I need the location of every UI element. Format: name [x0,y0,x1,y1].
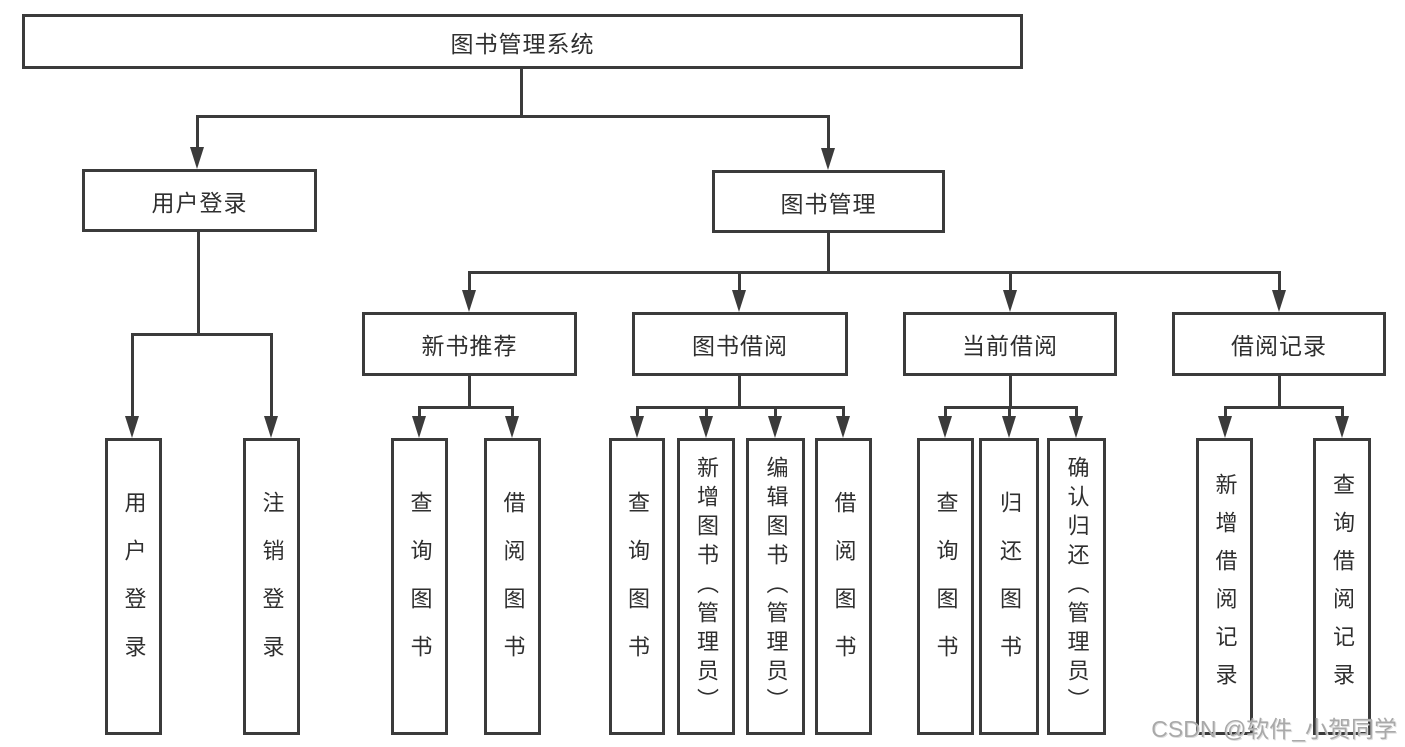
leaf-edit-book-admin-label: 编辑图书（管理员） [763,456,789,717]
leaf-add-borrow-record-label: 新增借阅记录 [1212,472,1238,701]
node-book-borrow-label: 图书借阅 [692,333,788,359]
leaf-confirm-return-admin: 确认归还（管理员） [1047,438,1106,735]
edge-to-leaf-edit-book [774,406,777,418]
edge-to-borrow [738,271,741,293]
leaf-add-book-admin: 新增图书（管理员） [677,438,735,735]
node-book-mgmt: 图书管理 [712,170,945,233]
edge-to-current [1009,271,1012,293]
edge-borrow-stem [738,376,741,409]
edge-user-login-stem [197,232,200,336]
arrowhead-new-rec [462,290,476,312]
edge-to-leaf-add-book [705,406,708,418]
edge-to-leaf-login [131,333,134,418]
edge-record-stem [1278,376,1281,409]
leaf-logout: 注销登录 [243,438,300,735]
arrowhead-leaf-add-book [699,416,713,438]
arrowhead-leaf-confirm-return [1069,416,1083,438]
leaf-query-books-borrow: 查询图书 [609,438,665,735]
edge-root-to-user-login [196,115,199,149]
edge-to-leaf-query-record [1341,406,1344,418]
node-new-book-rec: 新书推荐 [362,312,577,376]
leaf-query-books-current-label: 查询图书 [933,490,959,683]
edge-to-new-rec [468,271,471,293]
edge-root-stem [520,69,523,117]
arrowhead-user-login [190,147,204,169]
edge-to-leaf-query1 [418,406,421,418]
arrowhead-leaf-query-record [1335,416,1349,438]
leaf-borrow-books-label: 借阅图书 [831,490,857,683]
edge-to-leaf-add-record [1224,406,1227,418]
leaf-logout-label: 注销登录 [259,490,285,683]
edge-new-rec-stem [468,376,471,409]
edge-to-leaf-query3 [944,406,947,418]
arrowhead-leaf-borrow1 [505,416,519,438]
csdn-watermark: CSDN @软件_小贺同学 [1151,716,1397,742]
leaf-query-books-rec-label: 查询图书 [407,490,433,683]
edge-to-record [1278,271,1281,293]
edge-borrow-split [636,406,845,409]
edge-user-login-split [132,333,273,336]
leaf-borrow-books: 借阅图书 [815,438,872,735]
arrowhead-leaf-query3 [938,416,952,438]
leaf-confirm-return-admin-label: 确认归还（管理员） [1064,456,1090,717]
arrowhead-borrow [732,290,746,312]
edge-book-mgmt-stem [827,233,830,274]
node-current-borrow: 当前借阅 [903,312,1117,376]
node-borrow-record: 借阅记录 [1172,312,1386,376]
node-book-borrow: 图书借阅 [632,312,848,376]
arrowhead-leaf-borrow2 [836,416,850,438]
leaf-add-borrow-record: 新增借阅记录 [1196,438,1253,735]
edge-current-split [944,406,1078,409]
arrowhead-leaf-logout [264,416,278,438]
node-new-book-rec-label: 新书推荐 [421,333,518,359]
edge-to-leaf-return [1008,406,1011,418]
arrowhead-book-mgmt [821,148,835,170]
edge-new-rec-split [418,406,514,409]
arrowhead-leaf-add-record [1218,416,1232,438]
leaf-query-books-current: 查询图书 [917,438,974,735]
leaf-return-books: 归还图书 [979,438,1039,735]
node-root-label: 图书管理系统 [450,30,595,57]
arrowhead-current [1003,290,1017,312]
leaf-return-books-label: 归还图书 [997,490,1022,683]
edge-to-leaf-logout [270,333,273,418]
arrowhead-leaf-query1 [412,416,426,438]
arrowhead-leaf-query2 [630,416,644,438]
node-user-login: 用户登录 [82,169,317,232]
edge-book-mgmt-split [468,271,1281,274]
leaf-user-login: 用户登录 [105,438,162,735]
leaf-query-books-rec: 查询图书 [391,438,448,735]
node-borrow-record-label: 借阅记录 [1231,333,1327,359]
edge-to-leaf-borrow2 [842,406,845,418]
leaf-user-login-label: 用户登录 [121,490,147,683]
edge-to-leaf-query2 [636,406,639,418]
arrowhead-leaf-return [1002,416,1016,438]
leaf-edit-book-admin: 编辑图书（管理员） [746,438,805,735]
node-current-borrow-label: 当前借阅 [962,333,1058,359]
leaf-query-borrow-record-label: 查询借阅记录 [1330,472,1355,701]
edge-root-split [197,115,830,118]
edge-root-to-book-mgmt [827,115,830,149]
leaf-borrow-books-rec: 借阅图书 [484,438,541,735]
edge-current-stem [1009,376,1012,409]
node-root-system: 图书管理系统 [22,14,1023,69]
node-user-login-label: 用户登录 [151,189,248,216]
edge-record-split [1224,406,1343,409]
edge-to-leaf-confirm-return [1075,406,1078,418]
arrowhead-record [1272,290,1286,312]
leaf-query-borrow-record: 查询借阅记录 [1313,438,1371,735]
arrowhead-leaf-edit-book [768,416,782,438]
leaf-add-book-admin-label: 新增图书（管理员） [694,456,719,717]
node-book-mgmt-label: 图书管理 [780,190,877,217]
edge-to-leaf-borrow1 [511,406,514,418]
arrowhead-leaf-login [125,416,139,438]
leaf-borrow-books-rec-label: 借阅图书 [500,490,526,683]
leaf-query-books-borrow-label: 查询图书 [625,490,650,683]
